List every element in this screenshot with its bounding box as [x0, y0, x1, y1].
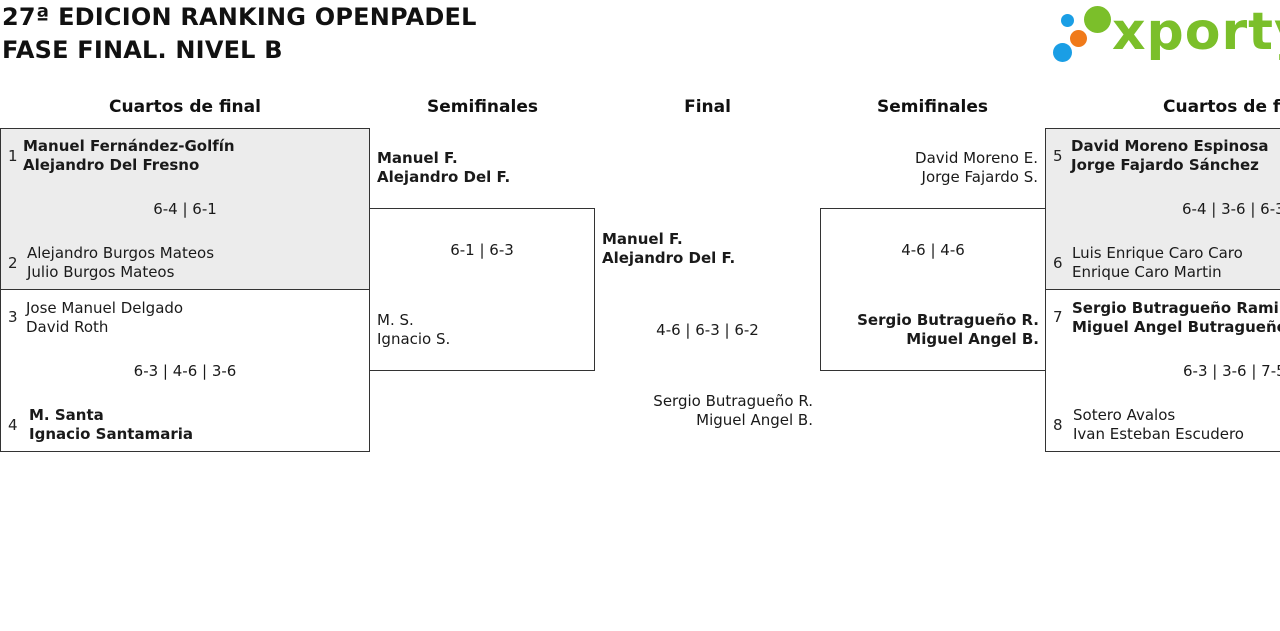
- seed-number: 8: [1053, 416, 1063, 434]
- match-score: 6-1 | 6-3: [450, 241, 514, 259]
- team-player: Alejandro Burgos Mateos: [27, 244, 215, 262]
- team-player: Miguel Angel Butragueño: [1072, 318, 1280, 336]
- col-left-semifinals: Semifinales: [427, 97, 538, 117]
- page-title: 27ª EDICION RANKING OPENPADEL: [2, 3, 477, 31]
- logo-dot-orange: [1070, 30, 1087, 47]
- xporty-logo: xporty: [1050, 2, 1280, 68]
- right-sf-bracket: 4-6 | 4-6 Sergio Butragueño R. Miguel An…: [820, 208, 1046, 371]
- team-player: Sergio Butragueño Ramirez: [1072, 299, 1280, 317]
- right-qf-match-2: 7 Sergio Butragueño Ramirez Miguel Angel…: [1045, 289, 1280, 452]
- team-player: Ignacio Santamaria: [29, 425, 193, 443]
- team-player: Manuel F.: [377, 149, 458, 167]
- team-player: Manuel Fernández-Golfín: [23, 137, 235, 155]
- team-player: Miguel Angel B.: [906, 330, 1039, 348]
- seed-number: 2: [8, 254, 18, 272]
- team-player: Sotero Avalos: [1073, 406, 1176, 424]
- team-player: Manuel F.: [602, 230, 683, 248]
- team-player: M. S.: [377, 311, 414, 329]
- team-player: Jose Manuel Delgado: [26, 299, 184, 317]
- match-score: 6-4 | 3-6 | 6-3: [1182, 200, 1280, 218]
- logo-dot-blue: [1053, 43, 1072, 62]
- team-player: Alejandro Del Fresno: [23, 156, 200, 174]
- right-qf-match-1: 5 David Moreno Espinosa Jorge Fajardo Sá…: [1045, 128, 1280, 290]
- team-player: Julio Burgos Mateos: [27, 263, 175, 281]
- logo-dot-blue-small: [1061, 14, 1074, 27]
- col-right-semifinals: Semifinales: [877, 97, 988, 117]
- team-player: Jorge Fajardo Sánchez: [1071, 156, 1259, 174]
- page-subtitle: FASE FINAL. NIVEL B: [2, 36, 283, 64]
- team-player: Luis Enrique Caro Caro: [1072, 244, 1243, 262]
- seed-number: 7: [1053, 308, 1063, 326]
- seed-number: 1: [8, 147, 18, 165]
- final-score: 4-6 | 6-3 | 6-2: [656, 321, 759, 339]
- logo-dot-green: [1084, 6, 1111, 33]
- left-sf-bracket: 6-1 | 6-3 M. S. Ignacio S.: [369, 208, 595, 371]
- seed-number: 4: [8, 416, 18, 434]
- team-player: M. Santa: [29, 406, 104, 424]
- seed-number: 6: [1053, 254, 1063, 272]
- col-left-quarterfinals: Cuartos de final: [109, 97, 261, 117]
- col-final: Final: [684, 97, 731, 117]
- match-score: 4-6 | 4-6: [901, 241, 965, 259]
- seed-number: 3: [8, 308, 18, 326]
- team-player: Sergio Butragueño R.: [653, 392, 813, 410]
- left-qf-match-1: 1 Manuel Fernández-Golfín Alejandro Del …: [0, 128, 370, 290]
- logo-text: xporty: [1112, 2, 1280, 62]
- team-player: David Roth: [26, 318, 109, 336]
- col-right-quarterfinals: Cuartos de final: [1163, 97, 1280, 117]
- team-player: Jorge Fajardo S.: [921, 168, 1038, 186]
- match-score: 6-3 | 4-6 | 3-6: [133, 362, 237, 380]
- team-player: Enrique Caro Martin: [1072, 263, 1222, 281]
- left-qf-match-2: 3 Jose Manuel Delgado David Roth 6-3 | 4…: [0, 289, 370, 452]
- team-player: David Moreno E.: [915, 149, 1038, 167]
- team-player: Miguel Angel B.: [696, 411, 813, 429]
- team-player: Ivan Esteban Escudero: [1073, 425, 1244, 443]
- seed-number: 5: [1053, 147, 1063, 165]
- team-player: Ignacio S.: [377, 330, 451, 348]
- team-player: Sergio Butragueño R.: [857, 311, 1039, 329]
- team-player: Alejandro Del F.: [602, 249, 736, 267]
- team-player: Alejandro Del F.: [377, 168, 511, 186]
- match-score: 6-4 | 6-1: [153, 200, 217, 218]
- match-score: 6-3 | 3-6 | 7-5: [1183, 362, 1280, 380]
- team-player: David Moreno Espinosa: [1071, 137, 1269, 155]
